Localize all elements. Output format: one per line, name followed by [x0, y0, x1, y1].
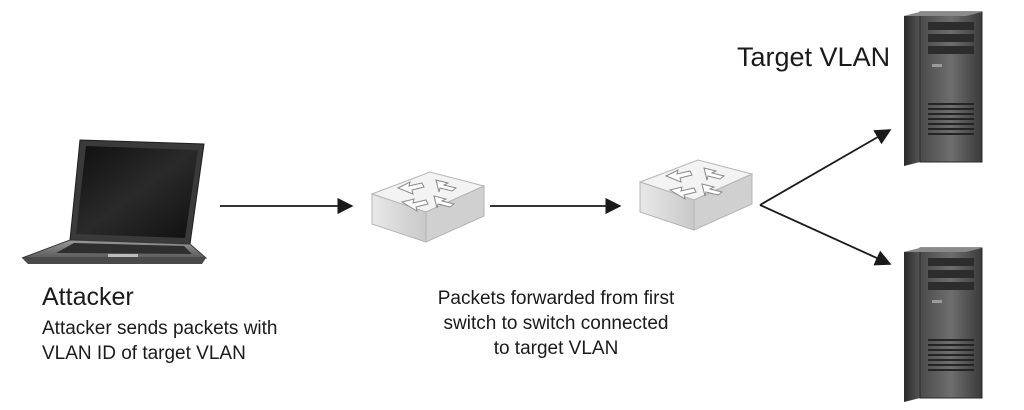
- target-vlan-label: Target VLAN: [737, 42, 891, 72]
- switch-description-line: switch to switch connected: [443, 313, 669, 334]
- attacker-title: Attacker: [42, 283, 134, 311]
- network-switch-icon: [371, 171, 485, 243]
- arrow-switch-2-to-server-2: [759, 204, 892, 266]
- laptop-icon: [21, 139, 208, 264]
- arrow-switch-2-to-server-1: [759, 129, 892, 206]
- server-tower-icon: [903, 11, 983, 167]
- attacker-description-line: Attacker sends packets with: [42, 318, 278, 339]
- server-tower-icon: [903, 247, 983, 403]
- switch-description-line: to target VLAN: [493, 338, 619, 359]
- attacker-description: Attacker sends packets with VLAN ID of t…: [42, 316, 278, 366]
- switch-forwarding-description: Packets forwarded from first switch to s…: [400, 286, 712, 361]
- switch-description-line: Packets forwarded from first: [437, 288, 675, 309]
- network-switch-icon: [639, 159, 753, 231]
- attacker-description-line: VLAN ID of target VLAN: [42, 343, 246, 364]
